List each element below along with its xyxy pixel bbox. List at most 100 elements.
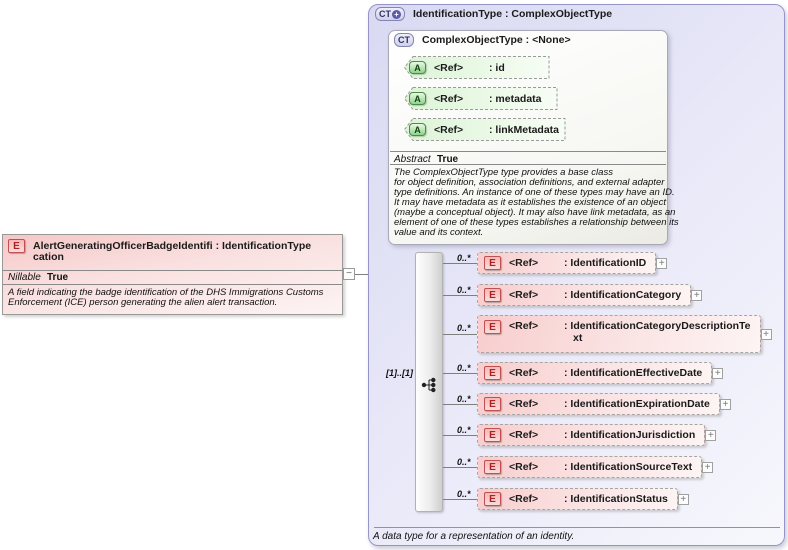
element-node-identificationid[interactable]: E <Ref> : IdentificationID [477, 252, 657, 274]
attribute-ref: <Ref> [434, 61, 464, 74]
element-node-identificationcategorydescriptiontext[interactable]: E <Ref> : IdentificationCategoryDescript… [477, 315, 761, 353]
cardinality-label: 0..* [457, 285, 471, 295]
attribute-ref: <Ref> [434, 92, 464, 105]
root-element-title: AlertGeneratingOfficerBadgeIdentifi : Id… [33, 240, 312, 252]
description-line: A field indicating the badge identificat… [8, 287, 324, 298]
connector-line [443, 404, 477, 405]
element-row: E <Ref> : IdentificationJurisdiction + [477, 424, 717, 446]
element-node-identificationstatus[interactable]: E <Ref> : IdentificationStatus [477, 488, 678, 510]
element-name: : IdentificationCategoryDescriptionTe xt [564, 320, 751, 344]
expand-icon[interactable]: + [691, 289, 703, 301]
element-row: E <Ref> : IdentificationStatus + [477, 488, 689, 510]
attribute-icon: A [409, 123, 426, 136]
element-name: : IdentificationStatus [564, 493, 668, 505]
divider [390, 151, 666, 152]
attribute-ref: <Ref> [434, 123, 464, 136]
base-type-description: The ComplexObjectType type provides a ba… [394, 168, 679, 238]
connector-line [443, 295, 477, 296]
divider [390, 164, 666, 165]
cardinality-label: 0..* [457, 323, 471, 333]
element-row: E <Ref> : IdentificationCategory + [477, 284, 703, 306]
attribute-node-metadata[interactable]: A <Ref> : metadata [404, 87, 558, 110]
collapse-icon[interactable]: − [343, 268, 355, 280]
description-line: (maybe a conceptual object). It may also… [394, 207, 676, 218]
element-row: E <Ref> : IdentificationSourceText + [477, 456, 714, 478]
description-line: It may have metadata as it establishes t… [394, 197, 666, 208]
description-line: Enforcement (ICE) person generating the … [8, 297, 278, 308]
element-ref: <Ref> [509, 461, 539, 473]
element-icon: E [484, 366, 501, 380]
complex-type-icon: CT [394, 33, 414, 47]
expand-icon[interactable]: + [760, 328, 772, 340]
description-line: for object definition, association defin… [394, 177, 665, 188]
attribute-node-id[interactable]: A <Ref> : id [404, 56, 550, 79]
element-ref: <Ref> [509, 289, 539, 301]
element-name: : IdentificationCategory [564, 289, 682, 301]
nillable-value: True [47, 272, 69, 283]
element-icon: E [484, 428, 501, 442]
element-row: E <Ref> : IdentificationExpirationDate + [477, 393, 731, 415]
attribute-name: : id [489, 61, 505, 74]
element-node-alertgeneratingofficerbadgeidentification[interactable] [2, 234, 343, 315]
element-name: : IdentificationID [564, 257, 647, 269]
expand-icon[interactable]: + [702, 461, 714, 473]
description-line: type definitions. An instance of one of … [394, 187, 675, 198]
attribute-name: : linkMetadata [489, 123, 560, 136]
divider [3, 284, 342, 285]
attribute-shape [404, 87, 558, 110]
expand-icon[interactable]: + [705, 429, 717, 441]
cardinality-label: 0..* [457, 363, 471, 373]
element-node-identificationcategory[interactable]: E <Ref> : IdentificationCategory [477, 284, 692, 306]
divider [374, 527, 780, 528]
expand-icon[interactable]: + [656, 257, 668, 269]
element-ref: <Ref> [509, 429, 539, 441]
expand-icon[interactable]: + [712, 367, 724, 379]
attribute-shape [404, 118, 566, 141]
attribute-shape [404, 56, 550, 79]
complex-type-header: CT+ IdentificationType : ComplexObjectTy… [375, 7, 612, 21]
attribute-icon: A [409, 61, 426, 74]
complex-type-title: IdentificationType : ComplexObjectType [413, 8, 613, 20]
connector-line [443, 373, 477, 374]
element-node-identificationsourcetext[interactable]: E <Ref> : IdentificationSourceText [477, 456, 703, 478]
element-node-identificationeffectivedate[interactable]: E <Ref> : IdentificationEffectiveDate [477, 362, 713, 384]
nillable-label: Nillable [8, 272, 41, 283]
element-name: : IdentificationExpirationDate [564, 398, 710, 410]
element-row: E <Ref> : IdentificationCategoryDescript… [477, 315, 772, 353]
attribute-node-linkmetadata[interactable]: A <Ref> : linkMetadata [404, 118, 566, 141]
base-type-header: CT ComplexObjectType : <None> [394, 33, 571, 47]
abstract-value: True [437, 154, 459, 165]
complex-type-plus-icon[interactable]: CT+ [375, 7, 405, 21]
connector-line [443, 263, 477, 264]
connector-line [443, 435, 477, 436]
expand-icon[interactable]: + [719, 398, 731, 410]
sequence-bar[interactable] [415, 252, 443, 512]
element-node-identificationexpirationdate[interactable]: E <Ref> : IdentificationExpirationDate [477, 393, 720, 415]
type-description: A data type for a representation of an i… [373, 531, 575, 542]
base-type-title: ComplexObjectType : <None> [422, 34, 571, 46]
element-row: E <Ref> : IdentificationID + [477, 252, 668, 274]
description-line: element of one of these types establishe… [394, 217, 679, 228]
element-icon: E [484, 397, 501, 411]
element-ref: <Ref> [509, 320, 539, 332]
divider [3, 270, 342, 271]
sequence-icon [421, 377, 436, 393]
abstract-label: Abstract [394, 154, 431, 165]
cardinality-label: 0..* [457, 394, 471, 404]
element-icon: E [484, 492, 501, 506]
element-name-line1: : IdentificationCategoryDescriptionTe [564, 320, 751, 332]
element-row: E <Ref> : IdentificationEffectiveDate + [477, 362, 724, 384]
element-icon: E [8, 239, 25, 253]
element-ref: <Ref> [509, 257, 539, 269]
connector-line [343, 274, 375, 275]
expand-icon[interactable]: + [677, 493, 689, 505]
element-node-identificationjurisdiction[interactable]: E <Ref> : IdentificationJurisdiction [477, 424, 706, 446]
connector-line [443, 499, 477, 500]
cardinality-label: 0..* [457, 457, 471, 467]
complex-type-icon-label: CT [398, 35, 410, 45]
attribute-icon: A [409, 92, 426, 105]
element-name-line2: xt [573, 332, 583, 344]
root-element-description: A field indicating the badge identificat… [8, 288, 323, 308]
element-name: : IdentificationEffectiveDate [564, 367, 703, 379]
description-line: value and its context. [394, 227, 484, 238]
